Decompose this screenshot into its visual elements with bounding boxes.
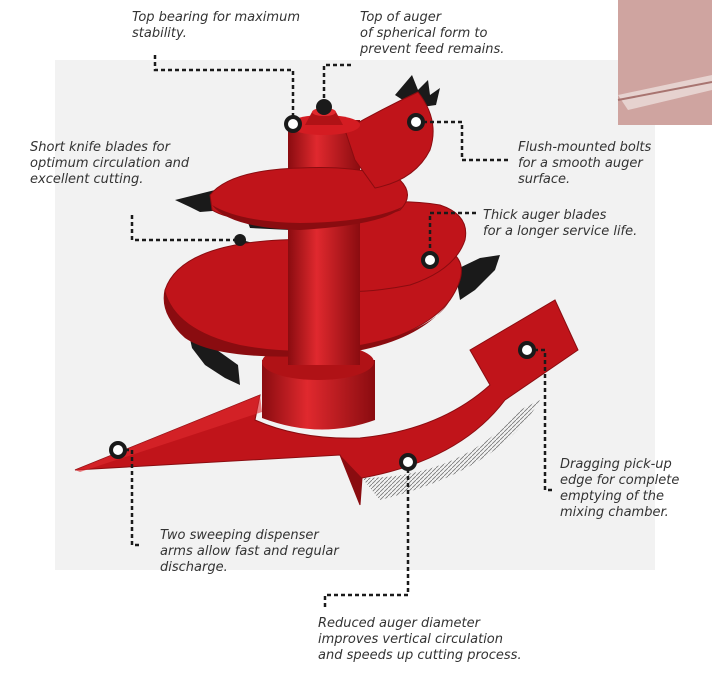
- dot-thick-blades: [423, 253, 437, 267]
- dot-pickup-edge: [520, 343, 534, 357]
- dot-knife-blades: [234, 234, 246, 246]
- dot-top-auger: [316, 99, 332, 115]
- callout-thick-blades: Thick auger blades for a longer service …: [483, 208, 637, 240]
- callout-pickup-edge: Dragging pick-up edge for complete empty…: [560, 457, 679, 521]
- callout-bolts: Flush-mounted bolts for a smooth auger s…: [518, 140, 651, 188]
- dot-dispenser-arms: [111, 443, 125, 457]
- dot-bolts: [409, 115, 423, 129]
- auger-shaft: [288, 120, 360, 365]
- callout-top-auger: Top of auger of spherical form to preven…: [360, 10, 504, 58]
- corner-photo: [618, 0, 712, 125]
- dot-reduced-diameter: [401, 455, 415, 469]
- callout-reduced-diameter: Reduced auger diameter improves vertical…: [318, 616, 522, 664]
- callout-dispenser-arms: Two sweeping dispenser arms allow fast a…: [160, 528, 339, 576]
- callout-top-bearing: Top bearing for maximum stability.: [132, 10, 300, 42]
- callout-knife-blades: Short knife blades for optimum circulati…: [30, 140, 189, 188]
- dot-top-bearing: [286, 117, 300, 131]
